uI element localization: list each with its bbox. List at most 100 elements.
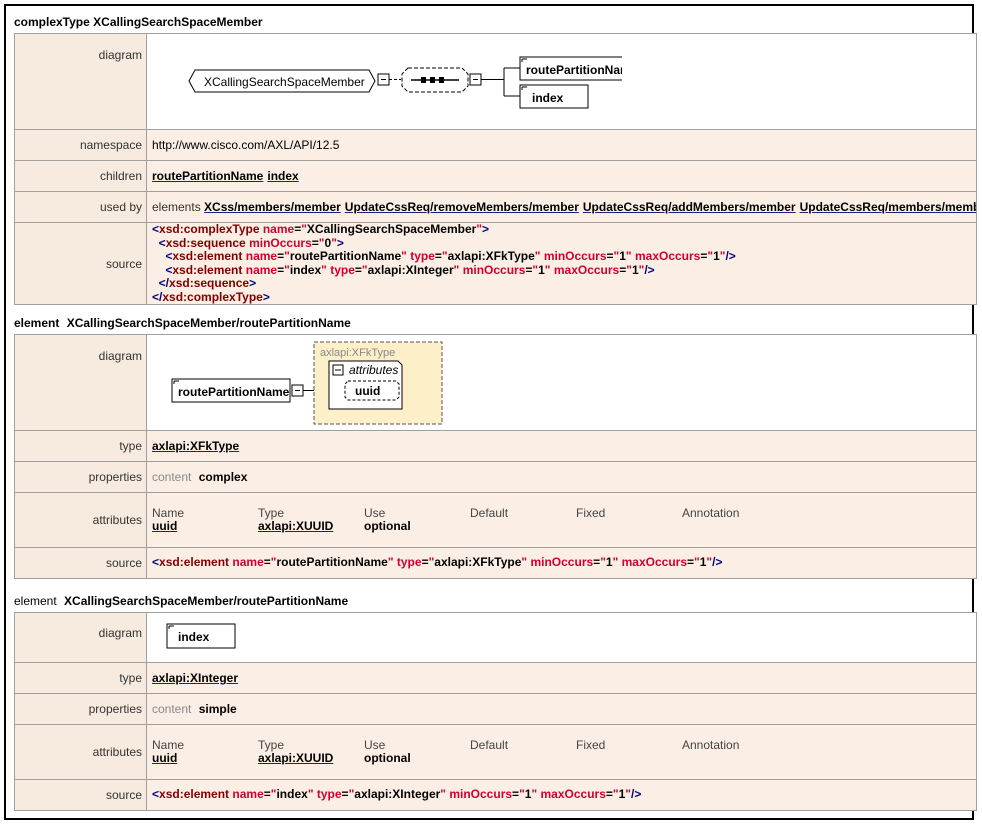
- child2-label: index: [532, 91, 564, 105]
- child1-label: routePartitionName: [526, 63, 622, 77]
- label-properties: properties: [14, 693, 147, 725]
- attr-header-annotation: Annotation: [682, 738, 740, 752]
- namespace-value: http://www.cisco.com/AXL/API/12.5: [146, 129, 977, 161]
- section-title-element: element XCallingSearchSpaceMember/routeP…: [14, 594, 348, 608]
- attributes-cell: Name Type Use Default Fixed Annotation u…: [146, 492, 977, 548]
- section-kind: complexType: [14, 15, 90, 29]
- label-diagram: diagram: [14, 612, 147, 663]
- type-cell: axlapi:XFkType: [146, 430, 977, 462]
- root-element-label: XCallingSearchSpaceMember: [204, 75, 365, 89]
- used-by-link[interactable]: UpdateCssReq/members/member: [799, 200, 977, 214]
- properties-key: content: [152, 470, 192, 484]
- attr-header-use: Use: [364, 506, 386, 520]
- used-by-prefix: elements: [152, 200, 201, 214]
- type-link[interactable]: axlapi:XInteger: [152, 671, 239, 685]
- source-cell: <xsd:element name="index" type="axlapi:X…: [146, 779, 977, 811]
- element-table-2: diagram index type axlapi:XInteger prope…: [14, 612, 977, 811]
- attributes-label: attributes: [349, 363, 398, 377]
- child-element-index: [519, 84, 589, 109]
- label-properties: properties: [14, 461, 147, 493]
- label-attributes: attributes: [14, 724, 147, 780]
- complextype-diagram: XCallingSearchSpaceMember: [188, 56, 622, 109]
- element-label: index: [178, 630, 210, 644]
- properties-key: content: [152, 702, 192, 716]
- child-link-routepartitionname[interactable]: routePartitionName: [152, 169, 264, 183]
- attr-name-link[interactable]: uuid: [152, 519, 178, 533]
- label-source: source: [14, 547, 147, 579]
- used-by-link[interactable]: UpdateCssReq/removeMembers/member: [344, 200, 579, 214]
- attr-type-link[interactable]: axlapi:XUUID: [258, 751, 334, 765]
- attr-header-annotation: Annotation: [682, 506, 740, 520]
- attr-fixed: [576, 752, 682, 765]
- attr-header-default: Default: [470, 738, 509, 752]
- attr-header-name: Name: [152, 738, 185, 752]
- source-code: <xsd:complexType name="XCallingSearchSpa…: [152, 222, 736, 304]
- source-code: <xsd:element name="index" type="axlapi:X…: [152, 787, 642, 802]
- properties-cell: content complex: [146, 461, 977, 493]
- diagram-cell: index: [146, 612, 977, 663]
- label-namespace: namespace: [14, 129, 147, 161]
- type-link[interactable]: axlapi:XFkType: [152, 439, 240, 453]
- attr-annotation: [682, 752, 802, 765]
- properties-value: simple: [198, 702, 237, 716]
- section-name: XCallingSearchSpaceMember/routePartition…: [64, 594, 349, 608]
- attr-default: [470, 520, 576, 533]
- element-box: [171, 378, 291, 403]
- complextype-table: diagram XCallingSearchSpaceMember: [14, 33, 977, 305]
- type-box-label: axlapi:XFkType: [320, 347, 395, 359]
- diagram-cell: routePartitionName axlapi:XFkType attrib…: [146, 334, 977, 431]
- root-element-shape: [188, 69, 376, 93]
- attributes-grid: Name Type Use Default Fixed Annotation u…: [152, 507, 976, 533]
- label-type: type: [14, 430, 147, 462]
- properties-value: complex: [198, 470, 248, 484]
- used-by-link[interactable]: UpdateCssReq/addMembers/member: [582, 200, 796, 214]
- attr-use: optional: [364, 751, 411, 765]
- attr-type-link[interactable]: axlapi:XUUID: [258, 519, 334, 533]
- attr-header-type: Type: [258, 738, 285, 752]
- label-used-by: used by: [14, 191, 147, 223]
- child-element-routepartitionname: [519, 56, 622, 81]
- attr-header-use: Use: [364, 738, 386, 752]
- source-code: <xsd:element name="routePartitionName" t…: [152, 555, 723, 570]
- child-link-index[interactable]: index: [267, 169, 299, 183]
- label-source: source: [14, 779, 147, 811]
- attribute-uuid: [344, 380, 400, 401]
- document-frame: complexType XCallingSearchSpaceMember di…: [4, 4, 977, 820]
- attr-header-default: Default: [470, 506, 509, 520]
- element-box: [166, 623, 236, 649]
- attr-header-name: Name: [152, 506, 185, 520]
- used-by-link[interactable]: XCss/members/member: [204, 200, 341, 214]
- section-title-complextype: complexType XCallingSearchSpaceMember: [14, 15, 263, 29]
- element-table-1: diagram routePartitionName axlapi:XFkTyp…: [14, 334, 977, 579]
- attr-header-fixed: Fixed: [576, 506, 606, 520]
- label-children: children: [14, 160, 147, 192]
- attributes-cell: Name Type Use Default Fixed Annotation u…: [146, 724, 977, 780]
- properties-cell: content simple: [146, 693, 977, 725]
- attr-header-fixed: Fixed: [576, 738, 606, 752]
- attr-name-link[interactable]: uuid: [152, 751, 178, 765]
- attr-use: optional: [364, 519, 411, 533]
- element-label: routePartitionName: [178, 385, 290, 399]
- section-kind: element: [14, 316, 60, 330]
- type-cell: axlapi:XInteger: [146, 662, 977, 694]
- attribute-uuid-label: uuid: [355, 384, 380, 398]
- attr-fixed: [576, 520, 682, 533]
- source-cell: <xsd:element name="routePartitionName" t…: [146, 547, 977, 579]
- element-diagram: routePartitionName axlapi:XFkType attrib…: [171, 341, 443, 425]
- diagram-cell: XCallingSearchSpaceMember: [146, 33, 977, 130]
- section-name: XCallingSearchSpaceMember/routePartition…: [66, 316, 351, 330]
- label-diagram: diagram: [14, 334, 147, 431]
- label-type: type: [14, 662, 147, 694]
- label-attributes: attributes: [14, 492, 147, 548]
- attr-default: [470, 752, 576, 765]
- label-source: source: [14, 222, 147, 305]
- attributes-grid: Name Type Use Default Fixed Annotation u…: [152, 739, 976, 765]
- attr-annotation: [682, 520, 802, 533]
- label-diagram: diagram: [14, 33, 147, 130]
- section-name: XCallingSearchSpaceMember: [93, 15, 263, 29]
- section-title-element: element XCallingSearchSpaceMember/routeP…: [14, 316, 351, 330]
- section-kind: element: [14, 594, 57, 608]
- source-cell: <xsd:complexType name="XCallingSearchSpa…: [146, 222, 977, 305]
